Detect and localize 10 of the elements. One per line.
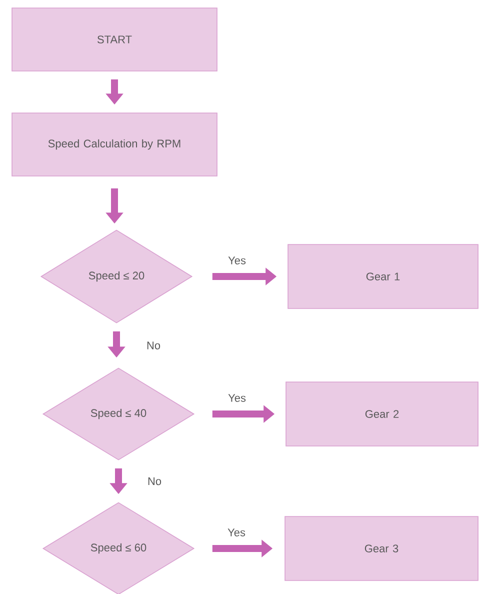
edge-label: No <box>146 476 163 486</box>
process-box: Speed Calculation by RPM <box>12 112 218 176</box>
edge-label: No <box>145 340 162 350</box>
process-box: Gear 3 <box>284 516 478 581</box>
process-box: Gear 1 <box>288 244 478 309</box>
edge-label: Yes <box>226 528 246 538</box>
edge-label: Yes <box>227 256 247 266</box>
process-box: Gear 2 <box>286 382 478 446</box>
edge-label: Yes <box>227 393 247 403</box>
start-box: START <box>12 8 218 72</box>
